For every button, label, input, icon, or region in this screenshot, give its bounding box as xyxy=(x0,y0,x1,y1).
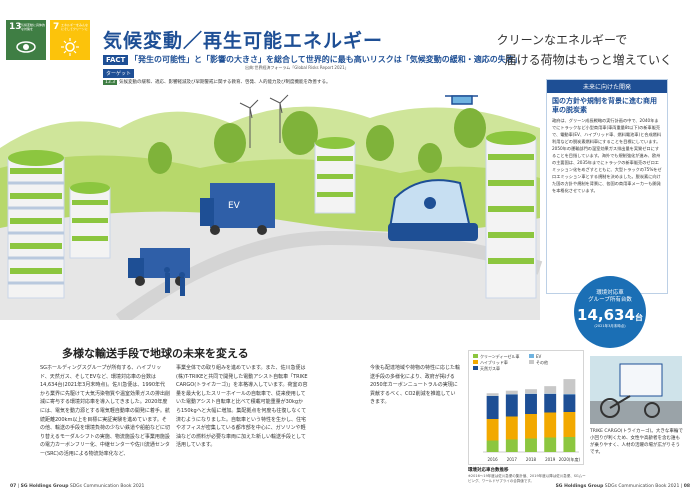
bar-segment xyxy=(563,412,576,437)
panel-heading: 未来に向けた開発 xyxy=(547,80,667,93)
bar-segment xyxy=(486,393,499,396)
body-column-2: 事業全体での取り組みを進めています。また、佐川急便は(株)T-TRIKEと共同で… xyxy=(176,365,308,449)
ev-truck: EV xyxy=(200,183,275,235)
panel-title: 国の方針や規制を背景に進む商用車の脱炭素 xyxy=(552,97,657,114)
bar-segment xyxy=(544,394,557,413)
sdg7-badge: 7 エネルギーをみんなにそしてクリーンに xyxy=(50,20,90,60)
legend-label: EV xyxy=(536,354,542,359)
trike-cargo-photo xyxy=(590,356,682,424)
stat-line-1: 環境対応車 xyxy=(596,290,624,296)
bar-segment xyxy=(505,390,518,395)
legend-swatch xyxy=(529,360,534,364)
footer-book-left: SDGs Communication Book 2021 xyxy=(69,484,145,489)
legend-swatch xyxy=(473,366,478,370)
footer-right: SG Holdings Group SDGs Communication Boo… xyxy=(555,484,690,489)
legend-swatch xyxy=(473,354,478,358)
wind-turbines xyxy=(239,94,289,148)
chart-title: 環境対応車台数推移 xyxy=(468,468,509,473)
target-description: 気候変動の緩和、適応、影響軽減及び早期警戒に関する教育、啓発、人的能力及び制度機… xyxy=(119,80,331,85)
eye-globe-icon xyxy=(16,41,36,53)
footer-brand-left: SG Holdings Group xyxy=(20,484,69,489)
city-illustration: EV xyxy=(0,94,543,320)
x-tick-label: 2019 xyxy=(545,457,556,462)
legend-label: ハイブリッド車 xyxy=(480,359,508,365)
slogan-line-2: 届ける荷物はもっと増えていく xyxy=(504,53,672,67)
svg-text:EV: EV xyxy=(228,201,241,211)
bar-segment xyxy=(505,416,518,440)
cylinder-building-right xyxy=(485,131,537,299)
stat-unit: 台 xyxy=(634,313,643,322)
section-title: 多様な輸送手段で地球の未来を変える xyxy=(62,347,249,360)
bar-segment xyxy=(486,419,499,441)
photo-caption: TRIKE CARGO(トライカーゴ)。大きな車輪で小回りが利くため、女性や高齢… xyxy=(590,429,683,455)
handwritten-slogan: クリーンなエネルギーで 届ける荷物はもっと増えていく xyxy=(497,30,672,70)
cylinder-building-center xyxy=(314,137,356,214)
footer-left: 07 | SG Holdings Group SDGs Communicatio… xyxy=(10,484,145,489)
footer-brand-right: SG Holdings Group xyxy=(555,484,604,489)
stat-note: (2021年3月末時点) xyxy=(594,324,626,328)
bar-segment xyxy=(486,396,499,419)
autonomous-pod xyxy=(388,179,478,241)
bar-segment xyxy=(486,440,499,452)
vehicle-count-badge: 環境対応車グループ所有台数 14,634台 (2021年3月末時点) xyxy=(574,276,646,348)
drone xyxy=(445,95,478,105)
chart-note: ※2016〜19年度は佐川急便の集計値、2019年度以降は佐川急便、SGムービン… xyxy=(468,474,586,483)
x-tick-label: 2020(年度) xyxy=(559,456,581,462)
panel-body: 政府は、グリーン成長戦略の実行計画の中で、2040年までにトラックなど小型商用車… xyxy=(552,118,662,193)
legend-swatch xyxy=(529,354,534,358)
legend-label: 天然ガス車 xyxy=(480,365,500,371)
cylinder-building-left xyxy=(7,150,65,299)
page-number-right: 08 xyxy=(683,484,690,489)
future-development-panel: 未来に向けた開発 国の方針や規制を背景に進む商用車の脱炭素 政府は、グリーン成長… xyxy=(546,79,668,294)
bar-segment xyxy=(544,437,557,452)
body-column-1: SGホールディングスグループが所有する、ハイブリッド、天然ガス、そしてEVなど、… xyxy=(40,365,171,457)
sun-power-icon xyxy=(61,38,79,56)
bar-segment xyxy=(525,414,537,439)
sdg7-number: 7 xyxy=(53,22,60,32)
bar-segment xyxy=(525,389,537,394)
fact-source: 出典:世界経済フォーラム「Global Risks Report 2021」 xyxy=(245,65,349,70)
legend-label: クリーンディーゼル車 xyxy=(480,353,520,359)
page-title: 気候変動／再生可能エネルギー xyxy=(103,30,384,52)
stat-line-2: グループ所有台数 xyxy=(588,297,632,303)
bar-segment xyxy=(525,394,537,414)
page-number-left: 07 xyxy=(10,484,17,489)
x-tick-label: 2018 xyxy=(526,457,537,462)
footer-book-right: SDGs Communication Book 2021 xyxy=(604,484,680,489)
slogan-line-1: クリーンなエネルギーで xyxy=(496,33,628,47)
stat-value: 14,634 xyxy=(577,306,635,324)
bar-segment xyxy=(544,412,557,438)
bar-segment xyxy=(563,437,576,452)
bar-segment xyxy=(525,438,537,452)
sdg7-label: エネルギーをみんなにそしてクリーンに xyxy=(61,23,89,31)
bar-segment xyxy=(563,379,576,395)
sdg13-number: 13 xyxy=(9,22,22,32)
target-badge: 13.3 xyxy=(103,80,118,85)
bar-segment xyxy=(563,394,576,412)
cylinder-building-mid xyxy=(69,182,111,259)
x-tick-label: 2016 xyxy=(488,457,499,462)
sdg13-label: 気候変動に具体的な対策を xyxy=(21,23,46,31)
sdg13-badge: 13 気候変動に具体的な対策を xyxy=(6,20,46,60)
bar-segment xyxy=(505,394,518,417)
body-column-3: 今後も配達地域や荷物の特性に応じた輸送手段の多様化により、政府が掲げる2050年… xyxy=(370,365,461,406)
bar-segment xyxy=(544,386,557,394)
trike-illustration xyxy=(590,356,682,424)
target-tag: ターゲット xyxy=(103,69,135,78)
legend-swatch xyxy=(473,360,478,364)
legend-label: その他 xyxy=(536,359,548,365)
people xyxy=(164,267,185,296)
x-tick-label: 2017 xyxy=(507,457,518,462)
trees xyxy=(148,108,486,174)
fact-tag: FACT xyxy=(103,55,129,65)
bar-segment xyxy=(505,439,518,452)
fact-text: 「発生の可能性」と「影響の大きさ」を総合して世界的に最も高いリスクは「気候変動の… xyxy=(130,55,522,64)
